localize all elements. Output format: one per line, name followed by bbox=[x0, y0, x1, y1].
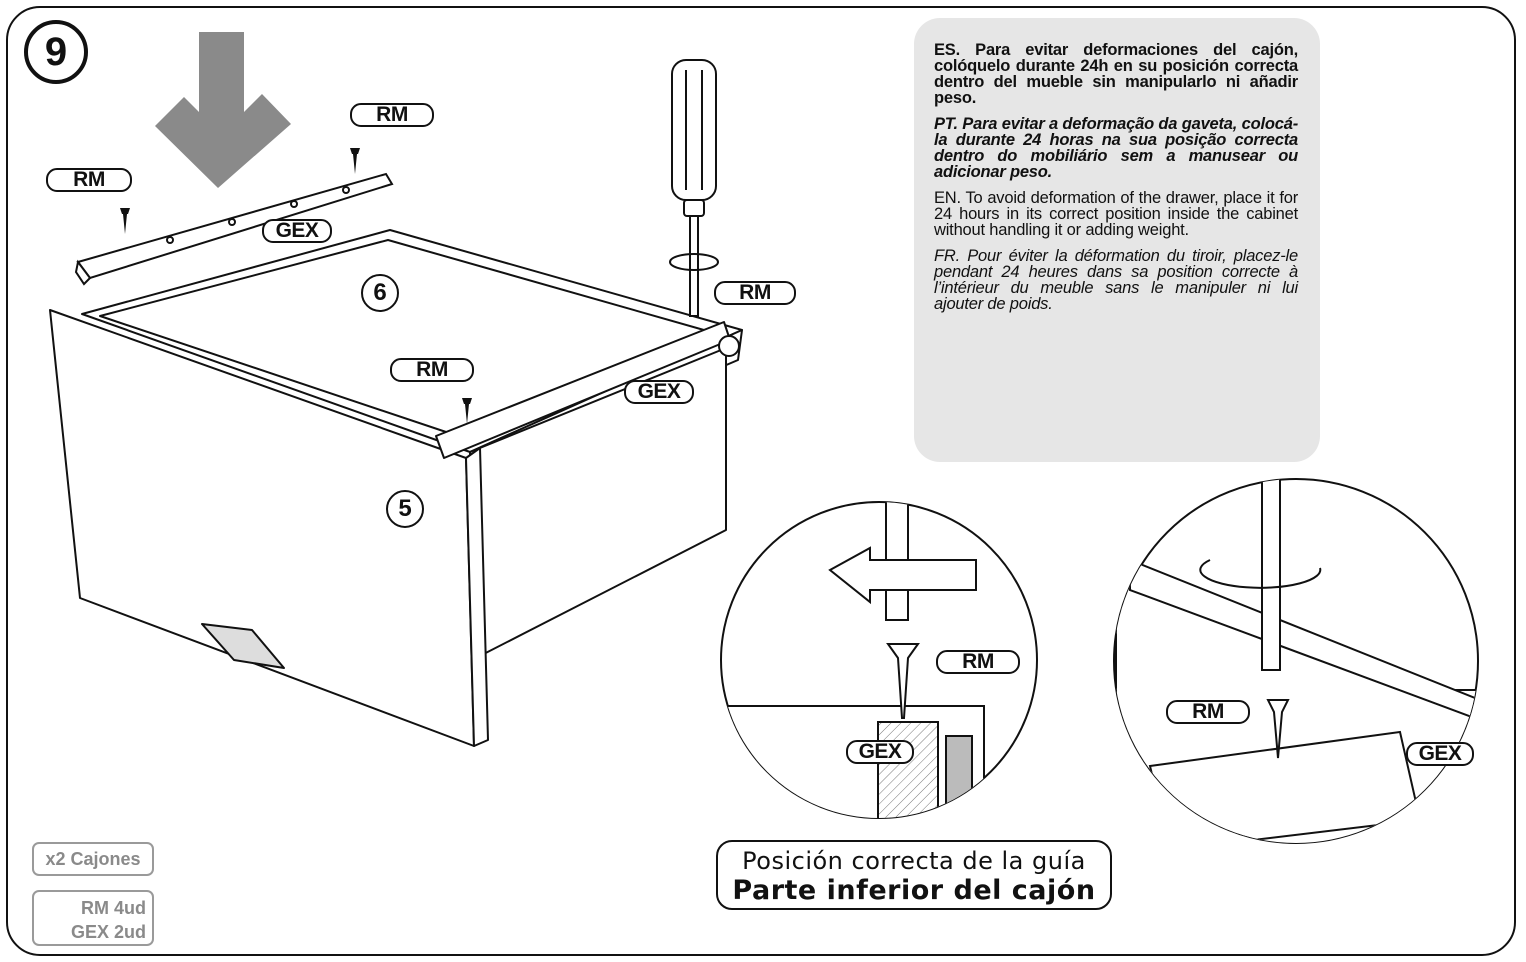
rm-label: RM bbox=[936, 650, 1020, 674]
quantity-drawers-text: x2 Cajones bbox=[45, 849, 141, 869]
rm-label: RM bbox=[350, 103, 434, 127]
gex-label: GEX bbox=[1406, 742, 1474, 766]
screwdriver-icon bbox=[669, 59, 719, 317]
rm-label: RM bbox=[46, 168, 132, 192]
part-number-front: 5 bbox=[386, 490, 424, 528]
rm-label: RM bbox=[714, 281, 796, 305]
instructions-panel: ES. Para evitar deformaciones del cajón,… bbox=[914, 18, 1320, 462]
rotate-arrow-icon bbox=[1199, 559, 1322, 589]
quantity-gex: GEX 2ud bbox=[70, 922, 146, 942]
caption-line-1: Posición correcta de la guía bbox=[742, 847, 1086, 875]
left-arrow-icon bbox=[828, 546, 977, 605]
caption-line-2: Parte inferior del cajón bbox=[732, 875, 1096, 906]
rm-label: RM bbox=[1166, 700, 1250, 724]
guide-rail-left bbox=[74, 172, 394, 286]
quantity-rm: RM 4ud bbox=[81, 898, 146, 918]
instruction-es: ES. Para evitar deformaciones del cajón,… bbox=[934, 41, 1298, 107]
gex-label: GEX bbox=[846, 740, 914, 764]
direction-arrow-icon bbox=[155, 32, 291, 188]
gex-label: GEX bbox=[624, 380, 694, 404]
screw-icon bbox=[120, 148, 472, 424]
step-number: 9 bbox=[24, 20, 88, 84]
rm-label: RM bbox=[390, 358, 474, 382]
quantity-hardware: RM 4ud GEX 2ud bbox=[32, 890, 154, 946]
screw-icon bbox=[886, 643, 920, 719]
gex-label: GEX bbox=[262, 219, 332, 243]
instruction-fr: FR. Pour éviter la déformation du tiroir… bbox=[934, 247, 1298, 313]
quantity-drawers: x2 Cajones bbox=[32, 842, 154, 876]
instruction-pt: PT. Para evitar a deformação da gaveta, … bbox=[934, 115, 1298, 181]
guide-position-caption: Posición correcta de la guía Parte infer… bbox=[716, 840, 1112, 910]
part-number-bottom: 6 bbox=[361, 274, 399, 312]
instruction-en: EN. To avoid deformation of the drawer, … bbox=[934, 189, 1298, 239]
page-frame bbox=[6, 6, 1516, 956]
drawer-box bbox=[49, 229, 743, 747]
